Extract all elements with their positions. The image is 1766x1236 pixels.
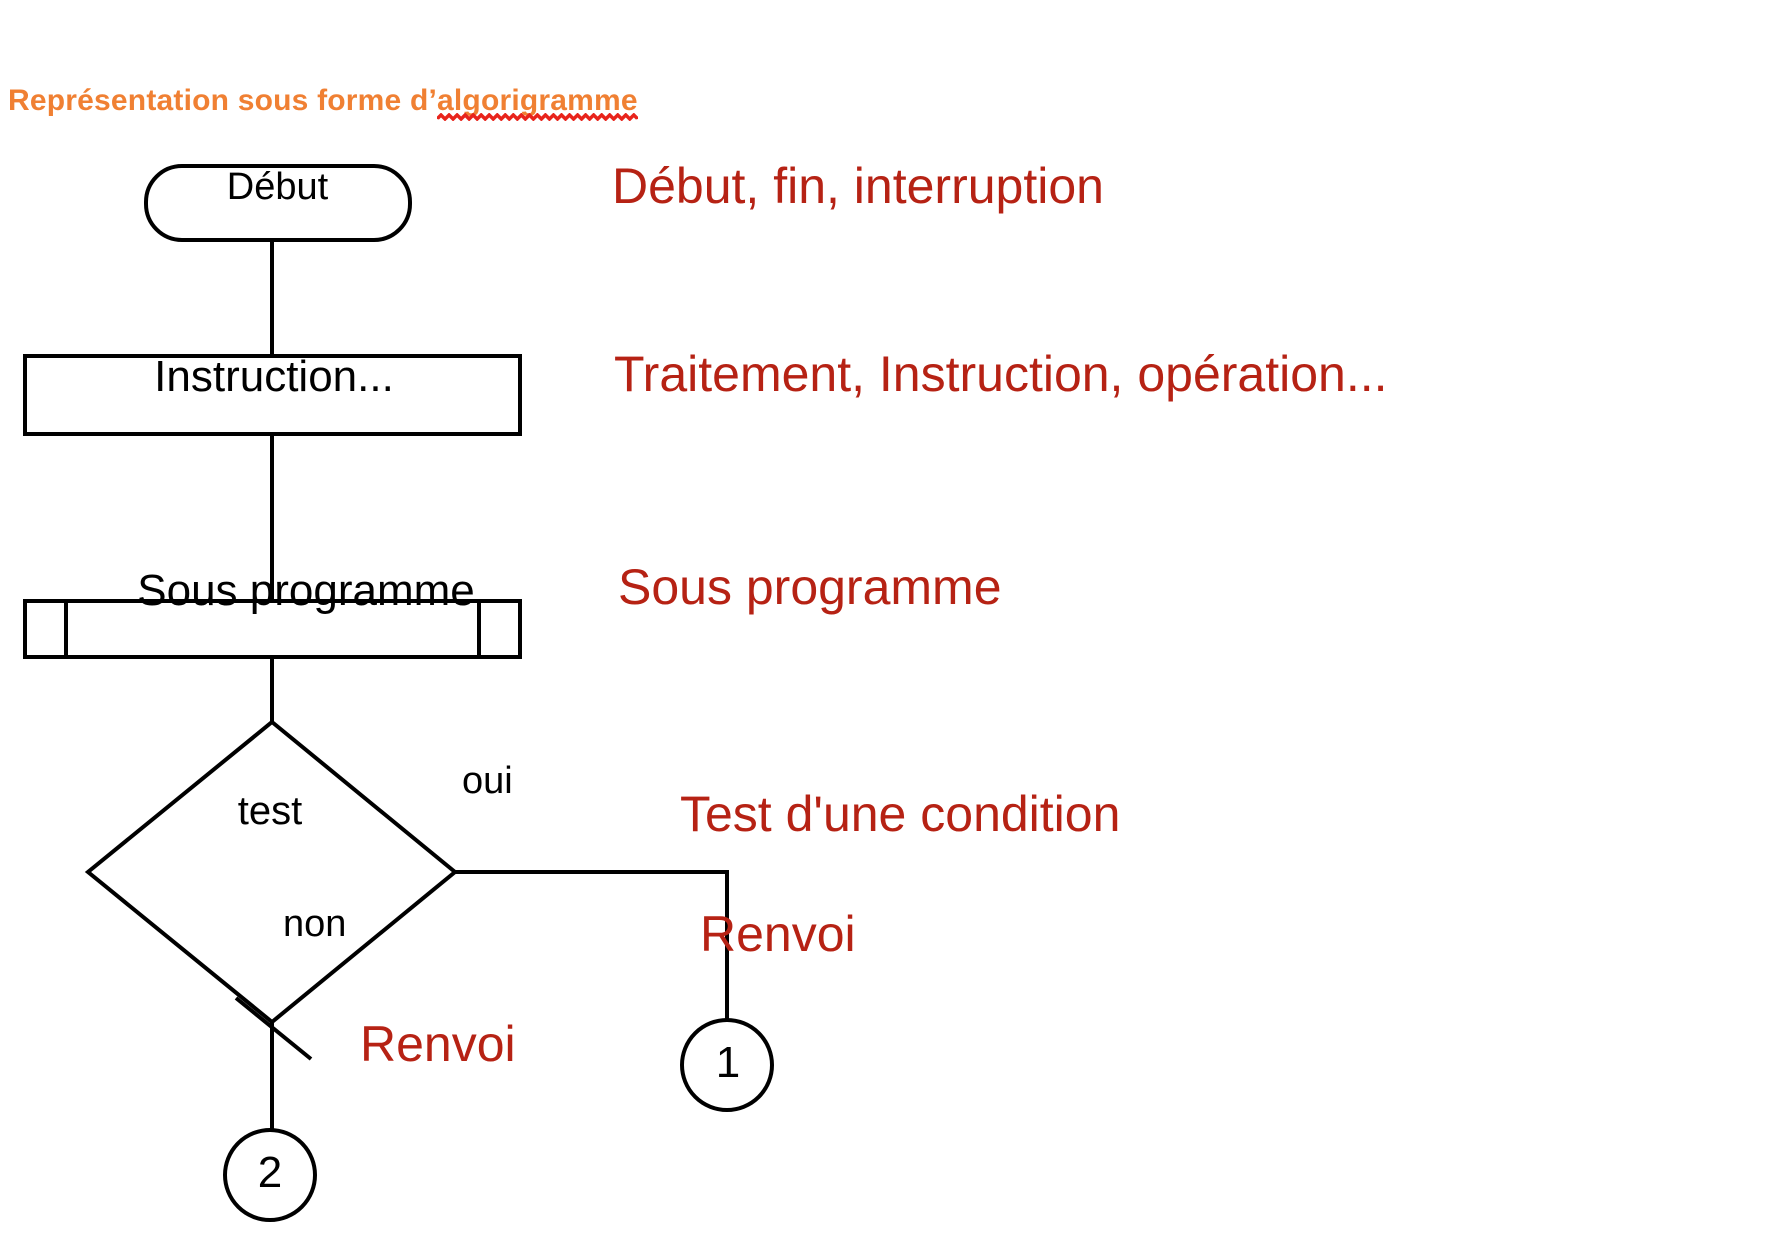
- shape-label-sous-programme: Sous programme: [137, 566, 475, 615]
- shape-label-test: test: [237, 789, 303, 833]
- page-title-prefix: Représentation sous forme d’: [8, 84, 438, 117]
- shape-connector-1[interactable]: [680, 1018, 774, 1112]
- page-title: Représentation sous forme d’algorigramme: [8, 84, 638, 121]
- shape-connector-2[interactable]: [223, 1128, 317, 1222]
- shape-label-debut: Début: [226, 166, 329, 208]
- legend-text-connector-1: Renvoi: [700, 906, 856, 962]
- misspelled-word-wrapper: algorigramme: [437, 84, 638, 121]
- shape-terminator-debut[interactable]: [144, 164, 412, 242]
- legend-text-process: Traitement, Instruction, opération...: [614, 346, 1388, 402]
- branch-label-non: non: [283, 903, 347, 945]
- spellcheck-squiggle-icon: [437, 113, 638, 121]
- connector-number-1: 1: [715, 1038, 741, 1087]
- page-title-misspelled-word: algorigramme: [437, 84, 638, 117]
- legend-text-terminator: Début, fin, interruption: [612, 158, 1104, 214]
- connector-test-yes-to-1: [455, 870, 729, 1021]
- branch-label-oui: oui: [462, 760, 513, 802]
- no-branch-tick-mark: [234, 996, 313, 1061]
- legend-text-decision: Test d'une condition: [680, 786, 1121, 842]
- legend-text-connector-2: Renvoi: [360, 1016, 516, 1072]
- shape-label-instruction: Instruction...: [154, 352, 394, 401]
- connector-number-2: 2: [257, 1148, 283, 1197]
- legend-text-predefined-process: Sous programme: [618, 559, 1002, 615]
- shape-decision-test[interactable]: [84, 719, 459, 1025]
